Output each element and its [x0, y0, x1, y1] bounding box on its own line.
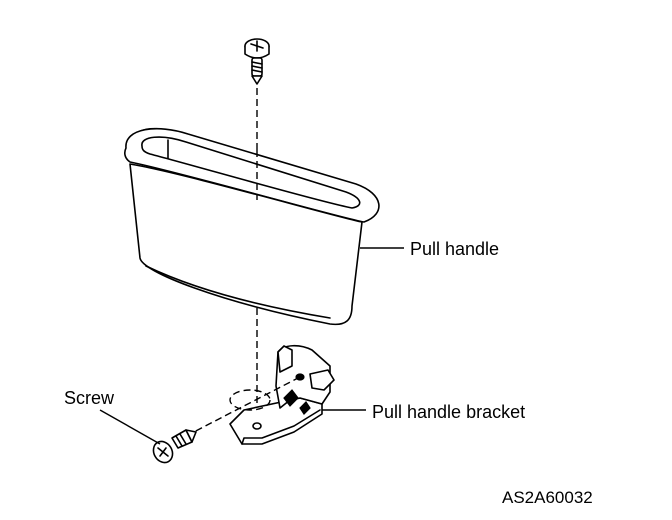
pull-handle-label: Pull handle	[410, 239, 499, 259]
pull-handle-bracket	[229, 344, 335, 445]
top-screw	[244, 38, 270, 85]
pull-handle-bracket-label: Pull handle bracket	[372, 402, 525, 422]
pull-handle	[124, 127, 380, 326]
lower-screw	[152, 429, 197, 464]
figure-code: AS2A60032	[502, 488, 593, 507]
screw-label: Screw	[64, 388, 115, 408]
screw-leader	[99, 409, 161, 445]
mounting-hole-outline	[229, 389, 271, 411]
